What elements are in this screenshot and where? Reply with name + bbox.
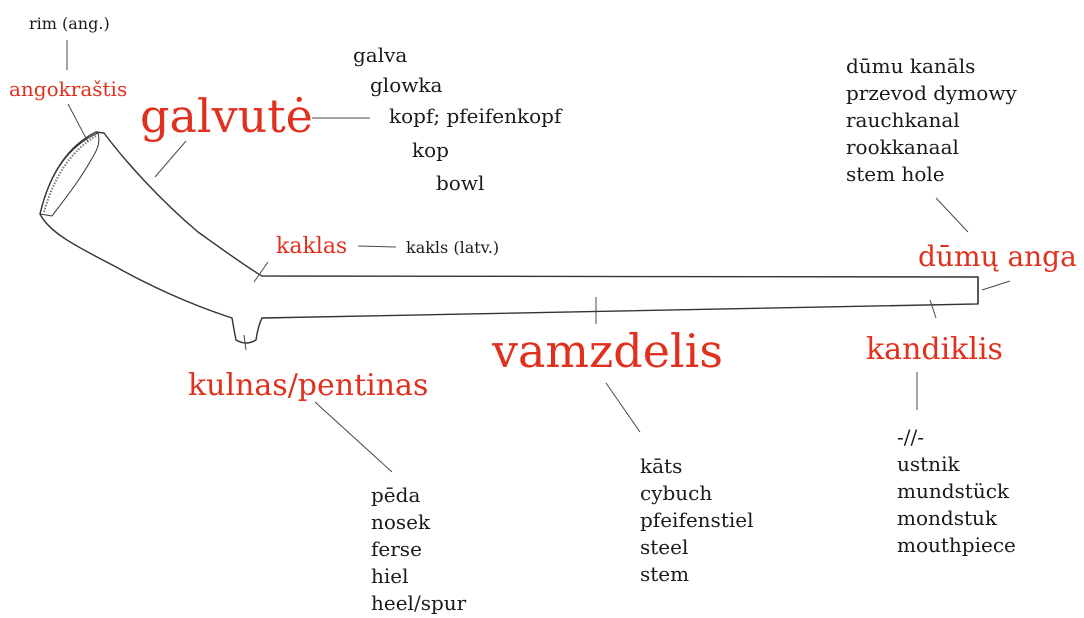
mouthpiece-translation-1: -//- — [897, 425, 924, 449]
mouthpiece-translation-2: ustnik — [897, 452, 960, 476]
leader-smoke-hole — [981, 280, 1011, 291]
stem-translations: kāts cybuch pfeifenstiel steel stem — [640, 453, 754, 588]
bowl-translation-3: kopf; pfeifenkopf — [389, 104, 562, 128]
heel-label: kulnas/pentinas — [188, 368, 429, 403]
smoke-hole-translation-2: przevod dymowy — [846, 81, 1017, 105]
bowl-translation-5: bowl — [436, 171, 485, 195]
stem-translation-2: cybuch — [640, 481, 713, 505]
smoke-hole-translation-1: dūmu kanāls — [846, 54, 976, 78]
leader-bowl — [154, 140, 187, 178]
neck-note-label: kakls (latv.) — [406, 238, 500, 257]
leader-neck-note — [357, 245, 397, 248]
smoke-hole-translation-4: rookkanaal — [846, 135, 959, 159]
rim-label: angokraštis — [9, 77, 128, 101]
heel-translation-2: nosek — [371, 510, 431, 534]
heel-translation-3: ferse — [371, 537, 422, 561]
smoke-hole-translation-5: stem hole — [846, 162, 945, 186]
rim-note-label: rim (ang.) — [29, 14, 110, 33]
bowl-translation-1: galva — [353, 43, 408, 67]
leader-rim — [67, 103, 89, 143]
stem-translation-3: pfeifenstiel — [640, 508, 754, 532]
leader-stem-translations — [605, 382, 641, 433]
heel-translations: pēda nosek ferse hiel heel/spur — [371, 482, 466, 617]
bowl-label: galvutė — [140, 89, 313, 143]
mouthpiece-translations: -//- ustnik mundstück mondstuk mouthpiec… — [897, 424, 1016, 559]
leader-heel — [243, 334, 247, 351]
stem-translation-5: stem — [640, 562, 690, 586]
bowl-translation-2: glowka — [370, 73, 443, 97]
heel-translation-5: heel/spur — [371, 591, 467, 615]
leader-neck — [253, 261, 269, 283]
mouthpiece-label: kandiklis — [866, 332, 1003, 367]
heel-translation-1: pēda — [371, 483, 421, 507]
mouthpiece-translation-4: mondstuk — [897, 506, 997, 530]
smoke-hole-translations: dūmu kanāls przevod dymowy rauchkanal ro… — [846, 53, 1017, 188]
leader-smoke-hole-translations — [935, 197, 969, 233]
stem-label: vamzdelis — [492, 324, 723, 378]
mouthpiece-translation-3: mundstück — [897, 479, 1010, 503]
stem-translation-1: kāts — [640, 454, 683, 478]
leader-heel-translations — [314, 401, 393, 473]
smoke-hole-translation-3: rauchkanal — [846, 108, 960, 132]
stem-translation-4: steel — [640, 535, 689, 559]
pipe-outline — [39, 131, 979, 344]
mouthpiece-translation-5: mouthpiece — [897, 533, 1016, 557]
smoke-hole-label: dūmų anga — [918, 240, 1077, 273]
bowl-translation-4: kop — [412, 138, 449, 162]
heel-translation-4: hiel — [371, 564, 409, 588]
pipe-rim — [39, 132, 100, 217]
leader-mouthpiece — [929, 299, 937, 319]
neck-label: kaklas — [276, 234, 348, 259]
